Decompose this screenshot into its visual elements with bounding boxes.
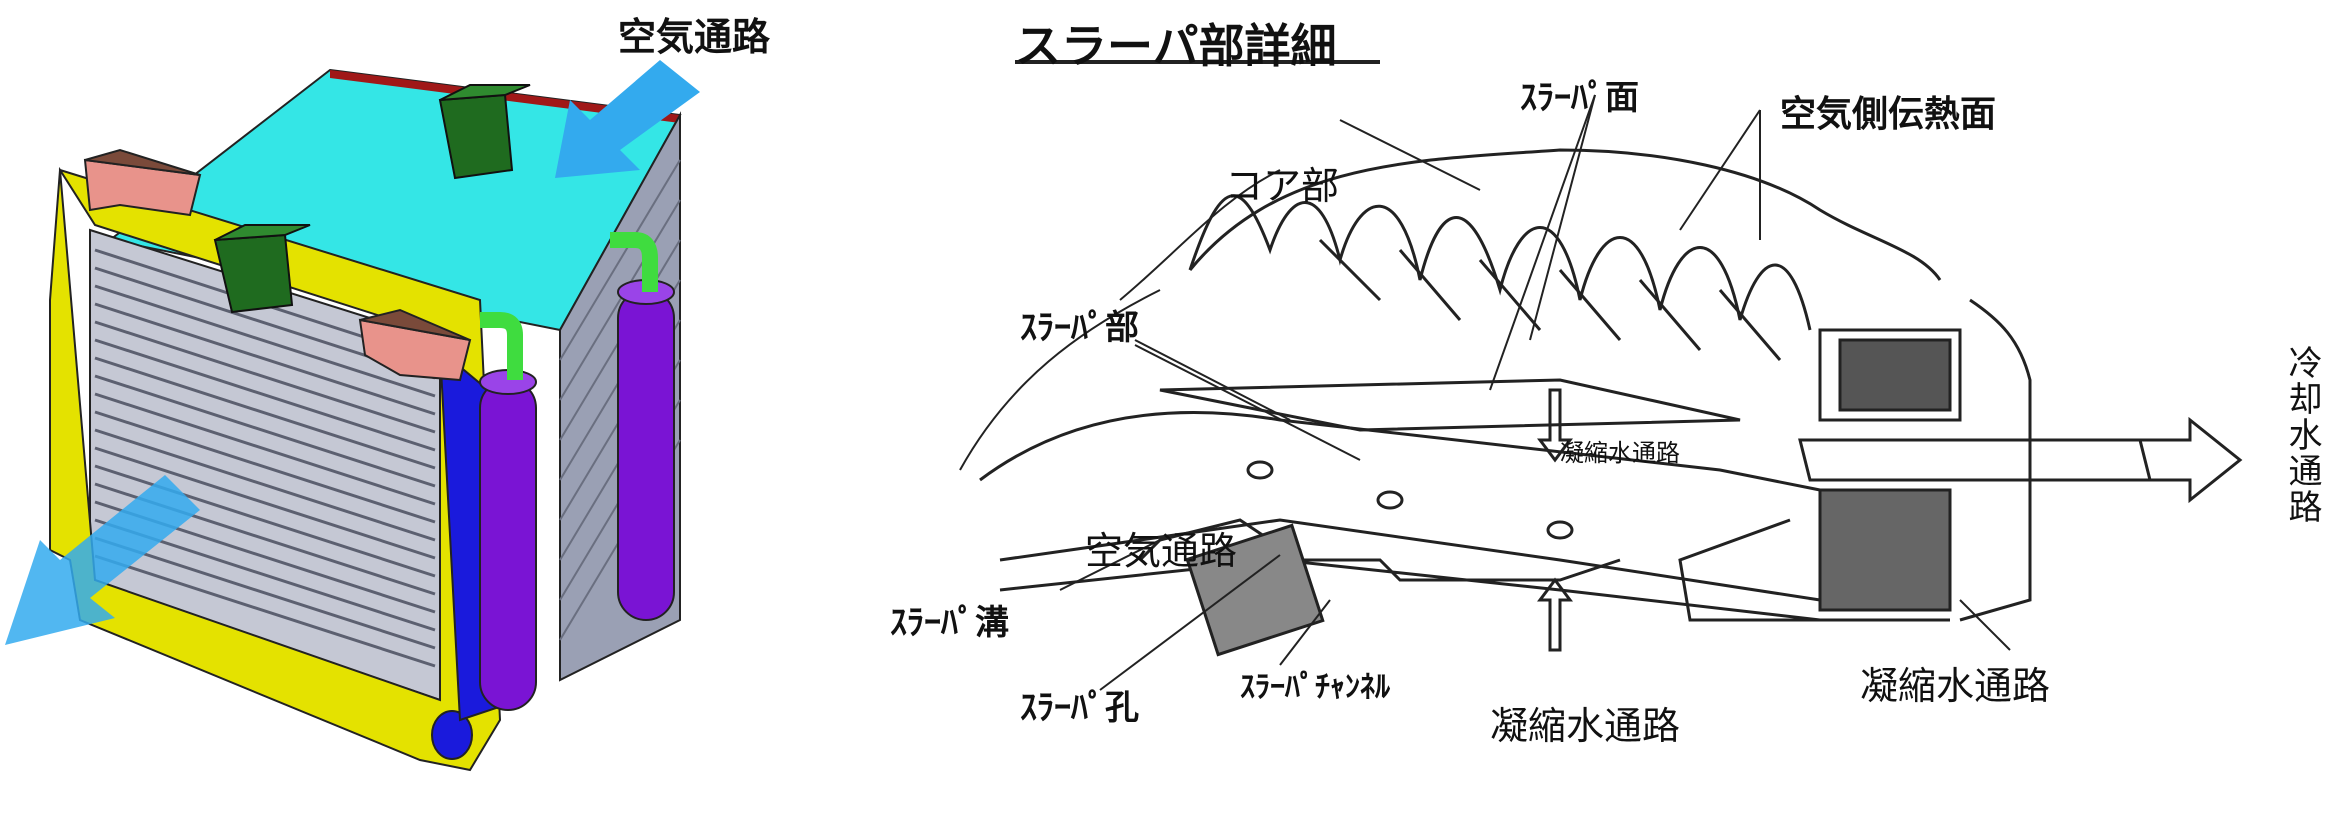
pipe-right bbox=[610, 232, 658, 292]
coolant-arrow bbox=[1950, 416, 2243, 504]
label-slurper-section: ｽﾗｰﾊﾟ部 bbox=[1020, 308, 1139, 348]
coolant-block bbox=[1818, 328, 1962, 422]
condensate-arrow-up bbox=[1537, 577, 1573, 652]
label-air-side-surface: 空気側伝熱面 bbox=[1780, 94, 1997, 135]
slurper-face bbox=[1159, 378, 1741, 432]
label-slurper-groove: ｽﾗｰﾊﾟ溝 bbox=[890, 603, 1009, 643]
slurper-hole-3 bbox=[1546, 520, 1574, 540]
frame-hole bbox=[431, 710, 473, 760]
slurper-channel-body bbox=[1185, 523, 1325, 657]
arrow-out bbox=[5, 475, 200, 645]
slurper-hole-2 bbox=[1376, 490, 1404, 510]
tank-left bbox=[479, 379, 537, 711]
label-condensate-passage-inner: 凝縮水通路 bbox=[1560, 439, 1680, 467]
air-passage-label: 空気通路 bbox=[618, 15, 771, 59]
label-condensate-passage-bottom: 凝縮水通路 bbox=[1490, 704, 1681, 748]
label-slurper-face: ｽﾗｰﾊﾟ面 bbox=[1520, 78, 1639, 118]
label-condensate-passage-right: 凝縮水通路 bbox=[1860, 664, 2051, 708]
arrow-in bbox=[555, 60, 700, 178]
pipe-left bbox=[480, 312, 523, 380]
label-core-section: コア部 bbox=[1225, 164, 1340, 208]
heat-exchanger-illustration: 空気通路 bbox=[0, 0, 820, 828]
slurper-detail-diagram: スラーパ部詳細 ｽﾗｰﾊﾟ面 空気側伝熱面 コア部 ｽﾗｰﾊﾟ部 凝縮水通路 空… bbox=[860, 0, 2340, 828]
flange-right-side bbox=[359, 308, 471, 341]
label-slurper-channel: ｽﾗｰﾊﾟﾁｬﾝﾈﾙ bbox=[1240, 670, 1390, 705]
flange-left-side bbox=[84, 148, 201, 176]
tank-right bbox=[617, 289, 675, 621]
label-air-passage: 空気通路 bbox=[1085, 529, 1238, 573]
core-fins bbox=[1188, 194, 1812, 331]
diagram-title: スラーパ部詳細 bbox=[1015, 19, 1337, 73]
lower-block bbox=[1818, 488, 1952, 612]
condensate-arrow-down bbox=[1537, 388, 1573, 463]
leader-lines bbox=[1059, 94, 2011, 691]
slurper-hole-1 bbox=[1246, 460, 1274, 480]
label-coolant-passage: 冷却水通路 bbox=[2282, 345, 2322, 525]
label-slurper-hole: ｽﾗｰﾊﾟ孔 bbox=[1020, 688, 1139, 728]
base-plate bbox=[979, 411, 1821, 492]
